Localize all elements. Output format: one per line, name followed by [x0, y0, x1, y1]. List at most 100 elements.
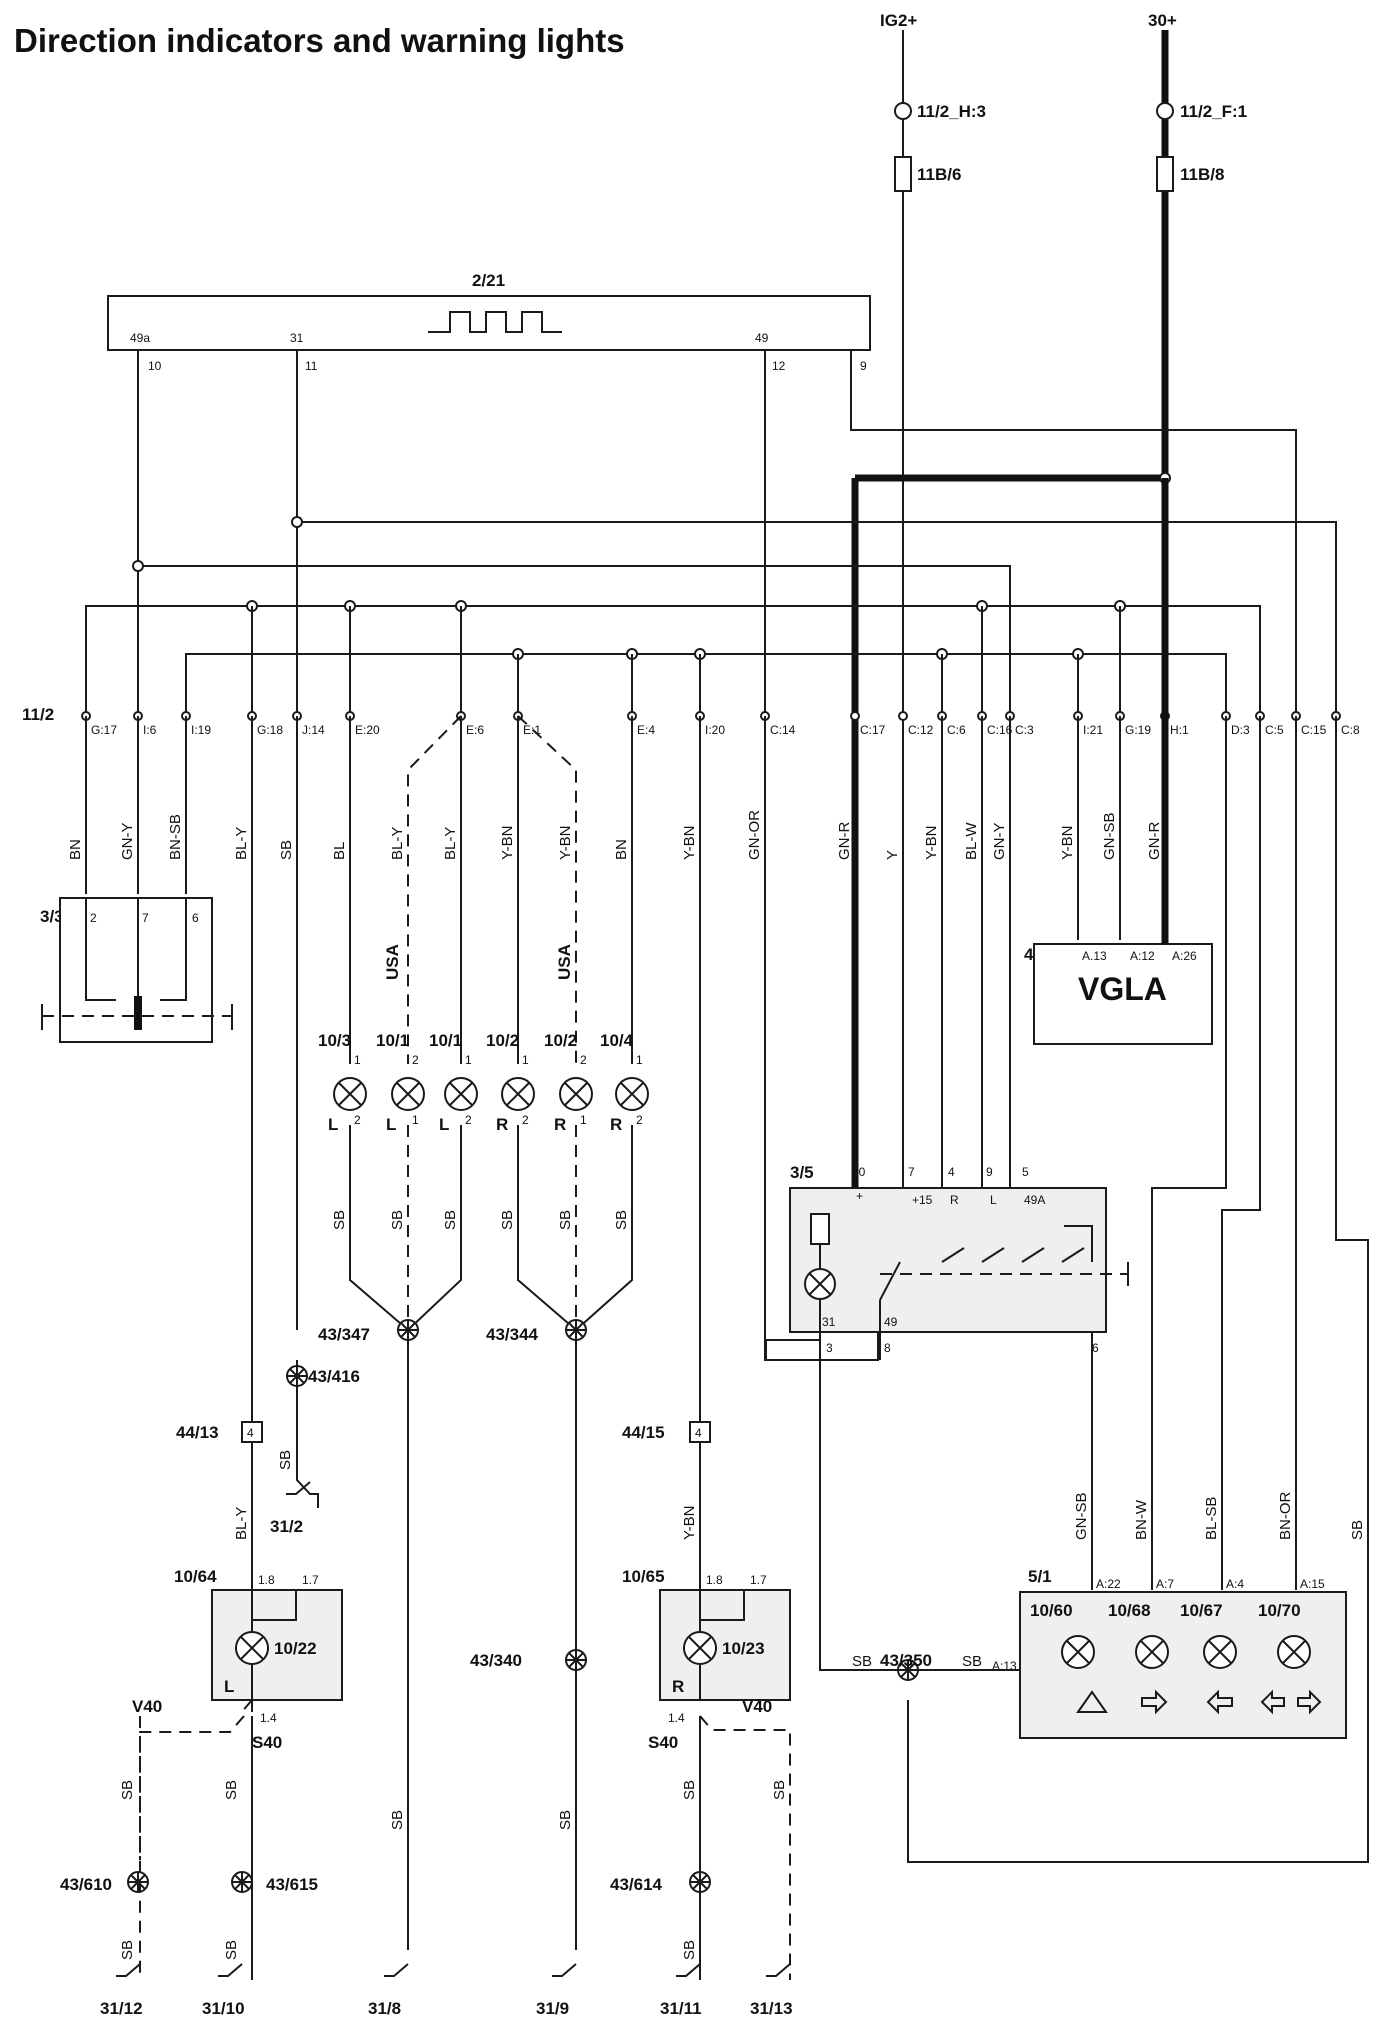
repeater-side: L: [224, 1677, 234, 1696]
fuse-11b6: [894, 156, 912, 192]
wire-color-label: BL-Y: [233, 1507, 250, 1540]
cluster-sb-label: SB: [962, 1653, 982, 1670]
lamp-pin-top: 1: [522, 1053, 529, 1067]
connector-pin-label: G:18: [257, 723, 283, 737]
ground-cross: [398, 1320, 418, 1340]
wire-color-label: BN-OR: [1277, 1492, 1294, 1541]
earth-label: 31/13: [750, 1999, 793, 2018]
vgla-a12: A:12: [1130, 949, 1155, 963]
repeater-box: [659, 1589, 791, 1701]
wire-color-label: SB: [223, 1780, 240, 1800]
relay-id: 2/21: [472, 271, 505, 290]
cluster-lamp-cross: [1066, 1640, 1090, 1664]
wire-d3: [1151, 716, 1227, 1590]
hazard-pin6: 6: [1092, 1341, 1099, 1355]
cluster-lamp-cross: [1282, 1640, 1306, 1664]
conn-44-15-label: 44/15: [622, 1423, 665, 1442]
lamp-id: 10/4: [600, 1031, 634, 1050]
wire-31-lower: [819, 1340, 908, 1671]
hazard-p4: 4: [948, 1165, 955, 1179]
wire-color-label: SB: [278, 840, 295, 860]
lamp-cross: [506, 1082, 530, 1106]
conn-h3-label: 11/2_H:3: [917, 102, 986, 121]
ground-cross: [128, 1872, 148, 1892]
switch-3-3-label: 3/3: [40, 907, 64, 926]
cluster-pin: A:4: [1226, 1577, 1244, 1591]
lamp-cross: [449, 1082, 473, 1106]
vgla-a13: A.13: [1082, 949, 1107, 963]
lamp-id: 10/2: [486, 1031, 519, 1050]
wire-y-bn-usa: [517, 715, 577, 1064]
hazard-p10: 10: [852, 1165, 866, 1179]
lamp-pin-top: 1: [636, 1053, 643, 1067]
wire-color-label: BL: [331, 842, 348, 860]
connector-pin-label: H:1: [1170, 723, 1189, 737]
wire-color-label: Y-BN: [681, 826, 698, 860]
variant-s40-right: S40: [648, 1733, 678, 1752]
usa-label-right: USA: [555, 944, 574, 980]
relay-pin-49: 49: [755, 331, 769, 345]
earth-label: 31/9: [536, 1999, 569, 2018]
wire-bl-y-usa: [407, 715, 462, 1064]
repeater-ground-wires: [699, 1715, 791, 1980]
lamp-id: 10/3: [318, 1031, 351, 1050]
lamp-cross: [396, 1082, 420, 1106]
hazard-lamp-cross: [808, 1272, 832, 1296]
junction: [132, 560, 144, 572]
lamp-side: L: [328, 1115, 338, 1134]
connector-pin-label: G:19: [1125, 723, 1151, 737]
conn-44-13-label: 44/13: [176, 1423, 219, 1442]
wire-color-label: GN-OR: [746, 810, 763, 860]
pulse-icon: [428, 311, 562, 333]
lamp-pin-bottom: 2: [636, 1113, 643, 1127]
hazard-l: L: [990, 1193, 997, 1207]
wire-9: [850, 350, 1297, 716]
earth-symbol: [552, 1963, 577, 1977]
hazard-p5: 5: [1022, 1165, 1029, 1179]
flasher-relay-box: [107, 295, 871, 351]
connector-pin-label: I:20: [705, 723, 725, 737]
connector-pin-label: I:21: [1083, 723, 1103, 737]
wire-color-label: BL-Y: [389, 827, 406, 860]
wire-color-label: SB: [613, 1210, 630, 1230]
earth-symbol: [218, 1963, 243, 1977]
lamp-side: L: [439, 1115, 449, 1134]
lamp-side: R: [496, 1115, 508, 1134]
repeater-ground-wires: [139, 1715, 245, 1980]
earth-symbol: [116, 1963, 141, 1977]
connector-pin-label: E:4: [637, 723, 655, 737]
wire-color-label: BL-W: [963, 822, 980, 860]
repeater-pin-14: 1.4: [668, 1711, 685, 1725]
wire-color-label: GN-SB: [1101, 812, 1118, 860]
ground-615-label: 43/615: [266, 1875, 318, 1894]
earth-label: 31/8: [368, 1999, 401, 2018]
wire-color-label: Y-BN: [681, 1506, 698, 1540]
earth-label: 31/11: [660, 1999, 702, 2018]
earth-label: 31/2: [270, 1517, 303, 1536]
connector-pin-label: G:17: [91, 723, 117, 737]
earth-symbol: [384, 1963, 409, 1977]
repeater-lamp-label: 10/23: [722, 1639, 765, 1658]
ground-610-label: 43/610: [60, 1875, 112, 1894]
connector-pin-label: E:6: [466, 723, 484, 737]
lamp-side: R: [610, 1115, 622, 1134]
cluster-lamp-id: 10/67: [1180, 1601, 1223, 1620]
wire-color-label: GN-R: [1146, 822, 1163, 860]
connector-11-2-label: 11/2: [22, 705, 54, 724]
ground-416-label: 43/416: [308, 1367, 360, 1386]
lamp-id: 10/1: [429, 1031, 462, 1050]
hazard-r: R: [950, 1193, 959, 1207]
wire-color-label: BL-Y: [442, 827, 459, 860]
connector-pin: [850, 711, 860, 721]
lamp-pin-top: 2: [412, 1053, 419, 1067]
wire-color-label: Y: [884, 850, 901, 860]
fuse-11b8: [1156, 156, 1174, 192]
wire-color-label: Y-BN: [923, 826, 940, 860]
switch-pin-7: 7: [142, 911, 149, 925]
hazard-pin3: 3: [826, 1341, 833, 1355]
connector-pin-label: D:3: [1231, 723, 1250, 737]
repeater-wiring: [688, 1590, 745, 1700]
